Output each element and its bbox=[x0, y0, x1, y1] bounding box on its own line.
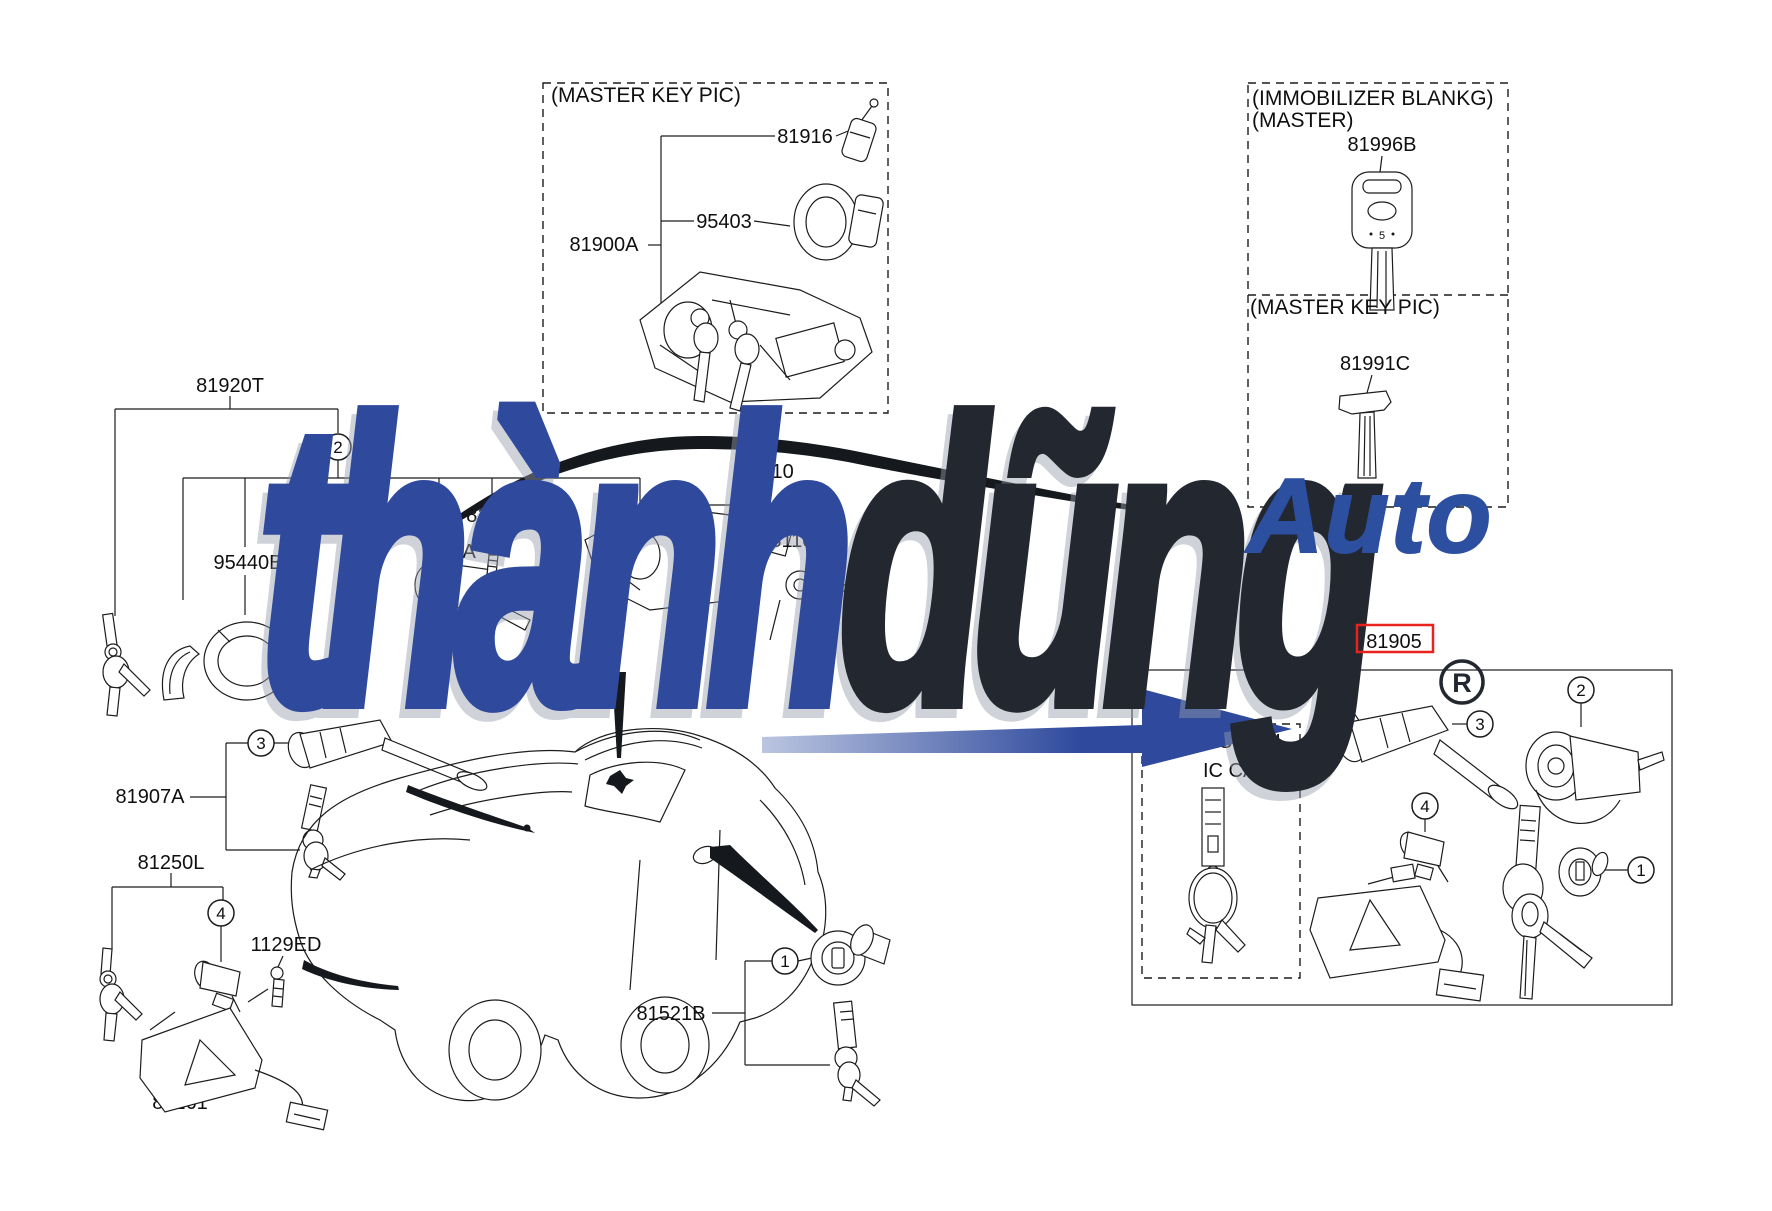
car-drawing bbox=[290, 727, 827, 1102]
glovebox-lock-drawing-right bbox=[1399, 831, 1449, 883]
pointer-swoosh-windshield bbox=[406, 785, 535, 833]
trunk-lock-actuator-drawing bbox=[139, 1007, 329, 1131]
immobilizer-key-drawing: 5 bbox=[1351, 171, 1413, 311]
door-lock-cylinder-drawing-right bbox=[1329, 705, 1519, 810]
screw-93110B-drawing bbox=[823, 567, 852, 595]
label-fragment-70A: 70A bbox=[440, 541, 476, 563]
immobilizer-title-line2: (MASTER) bbox=[1252, 109, 1354, 132]
label-1129ED: 1129ED bbox=[251, 934, 322, 956]
pointer-swoosh-trunk bbox=[302, 960, 399, 990]
screw-1129ED-drawing bbox=[270, 966, 285, 1008]
shroud-wedge-drawing bbox=[161, 645, 200, 701]
watermark-auto: Auto bbox=[1244, 457, 1492, 575]
master-key-pic-title: (MASTER KEY PIC) bbox=[551, 84, 741, 107]
door-lock-cylinder-drawing bbox=[287, 719, 488, 791]
ring-95440B-drawing bbox=[203, 621, 291, 701]
svg-text:1: 1 bbox=[1636, 861, 1645, 880]
key-set-drawing-bottom-left bbox=[99, 947, 143, 1042]
watermark-shadow: thànhdũng bbox=[252, 348, 1372, 798]
coil-antenna-drawing bbox=[793, 183, 884, 261]
diagram-layer: (MASTER KEY PIC) 81916 95403 81900A bbox=[99, 82, 1673, 1131]
ic-card-key-drawing bbox=[1186, 787, 1246, 964]
key-set-drawing-right bbox=[1502, 804, 1593, 1000]
label-81910: 81910 bbox=[738, 461, 794, 483]
label-81900A: 81900A bbox=[570, 234, 640, 256]
key-with-tag-drawing-2 bbox=[832, 1000, 881, 1107]
svg-text:2: 2 bbox=[1576, 681, 1585, 700]
ignition-lock-drawing-right bbox=[1525, 731, 1665, 824]
immobilizer-title-line1: (IMMOBILIZER BLANKG) bbox=[1252, 87, 1494, 110]
car-silhouette-swoosh bbox=[440, 436, 1224, 532]
label-81991C: 81991C bbox=[1340, 353, 1410, 375]
ic-card-box bbox=[1141, 723, 1301, 979]
key-with-tag-drawing-1 bbox=[300, 784, 346, 881]
key-set-box bbox=[1131, 669, 1673, 1006]
key-set-drawing-left bbox=[102, 612, 151, 717]
highlight-box-81905 bbox=[1355, 623, 1435, 654]
key-blank-drawing bbox=[1338, 390, 1392, 479]
label-81907A: 81907A bbox=[116, 786, 186, 808]
label-81958: 81958 bbox=[466, 505, 522, 527]
trunk-lock-actuator-drawing-right bbox=[1309, 863, 1485, 1002]
ic-card-title-line2: IC CARD) bbox=[1203, 760, 1292, 782]
svg-text:3: 3 bbox=[256, 734, 265, 753]
label-81250L: 81250L bbox=[138, 852, 205, 874]
label-93110B: 93110B bbox=[759, 530, 826, 552]
fuel-lid-lock-drawing bbox=[810, 924, 891, 986]
pointer-swoosh-door bbox=[710, 845, 818, 933]
svg-text:3: 3 bbox=[1475, 715, 1484, 734]
pointer-swoosh-roof bbox=[606, 672, 634, 794]
registered-mark-icon bbox=[1439, 659, 1485, 705]
label-81916: 81916 bbox=[777, 126, 833, 148]
watermark-layer: thànhdũng thànhdũng Auto R bbox=[247, 334, 1493, 804]
glovebox-lock-drawing bbox=[194, 960, 241, 1013]
key-transmitter-drawing bbox=[841, 98, 879, 163]
svg-text:2: 2 bbox=[333, 438, 342, 457]
label-81905-highlighted: 81905 bbox=[1366, 631, 1422, 653]
registered-mark-letter: R bbox=[1452, 668, 1472, 698]
callout-3-right bbox=[1466, 710, 1494, 738]
label-fragment-91: 91 bbox=[544, 646, 566, 668]
label-81920T: 81920T bbox=[196, 375, 264, 397]
fuel-lid-lock-drawing-right bbox=[1558, 847, 1609, 897]
watermark-wordmark: thànhdũng bbox=[258, 339, 1378, 789]
svg-text:4: 4 bbox=[216, 904, 225, 923]
steering-lock-body-drawing bbox=[584, 504, 815, 641]
master-keys-drawing bbox=[690, 308, 791, 412]
label-95403: 95403 bbox=[696, 211, 752, 233]
master-key-pic-box bbox=[542, 82, 889, 414]
master-key-pic-2-title: (MASTER KEY PIC) bbox=[1250, 296, 1440, 319]
watermark-dung: dũng bbox=[839, 339, 1378, 789]
watermark-thanh: thành bbox=[258, 339, 846, 786]
svg-text:1: 1 bbox=[780, 952, 789, 971]
label-81996B: 81996B bbox=[1348, 134, 1417, 156]
key-marking: 5 bbox=[1379, 230, 1385, 242]
lock-cylinder-70A-drawing bbox=[414, 561, 531, 631]
label-81521B: 81521B bbox=[637, 1003, 706, 1025]
svg-text:4: 4 bbox=[1420, 797, 1429, 816]
screw-81958-drawing bbox=[486, 544, 499, 576]
label-95440B: 95440B bbox=[214, 552, 283, 574]
arrow-swoosh bbox=[762, 689, 1292, 767]
